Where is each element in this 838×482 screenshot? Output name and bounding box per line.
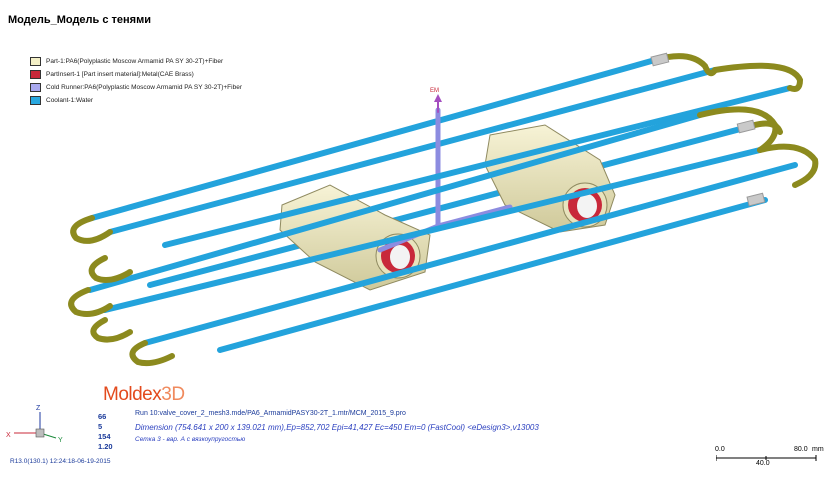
cooling-channel: [107, 67, 718, 235]
mesh-line: Сетка 3 - вар. А с вязкоупругостью: [135, 436, 246, 443]
legend-swatch: [30, 83, 41, 92]
cooling-channel: [87, 112, 703, 293]
legend-item-part: Part-1:PA6(Polyplastic Moscow Armamid PA…: [30, 55, 242, 68]
axis-x-label: X: [6, 432, 11, 439]
legend-item-insert: PartInsert-1 [Part insert material]:Meta…: [30, 68, 242, 81]
legend: Part-1:PA6(Polyplastic Moscow Armamid PA…: [30, 55, 242, 107]
moldex-logo: Moldex3D: [103, 384, 185, 405]
model-title: Модель_Модель с тенями: [8, 14, 151, 26]
cooling-channels-back: [89, 57, 751, 288]
cooling-channel: [89, 57, 658, 221]
legend-item-coolant: Coolant-1:Water: [30, 94, 242, 107]
cooling-channel: [102, 147, 763, 313]
version-footer: R13.0(130.1) 12:24:18-06-19-2015: [10, 458, 111, 465]
axis-triad[interactable]: Z X Y: [2, 400, 72, 450]
molded-part-right: [484, 124, 616, 233]
legend-swatch: [30, 57, 41, 66]
axis-z-label: Z: [36, 405, 41, 412]
cooling-channel: [162, 85, 793, 248]
axis-y-label: Y: [58, 437, 63, 444]
mesh-stats: 66 5 154 1.20: [98, 412, 113, 451]
run-line: Run 10:valve_cover_2_mesh3.mde/PA6_Armam…: [135, 410, 406, 417]
dimension-line: Dimension (754.641 x 200 x 139.021 mm),E…: [135, 423, 539, 432]
gate-label: EM: [430, 88, 439, 94]
cooling-channel: [142, 162, 798, 346]
cooling-channel: [147, 124, 751, 288]
scale-bar: 0.0 80.0 mm 40.0: [715, 446, 824, 467]
run-info: Run 10:valve_cover_2_mesh3.mde/PA6_Armam…: [135, 410, 539, 443]
legend-swatch: [30, 96, 41, 105]
cooling-channels-front: [87, 85, 798, 353]
legend-item-runner: Cold Runner:PA6(Polyplastic Moscow Armam…: [30, 81, 242, 94]
channel-endcaps: [650, 52, 766, 207]
legend-swatch: [30, 70, 41, 79]
cooling-channel: [217, 197, 768, 353]
